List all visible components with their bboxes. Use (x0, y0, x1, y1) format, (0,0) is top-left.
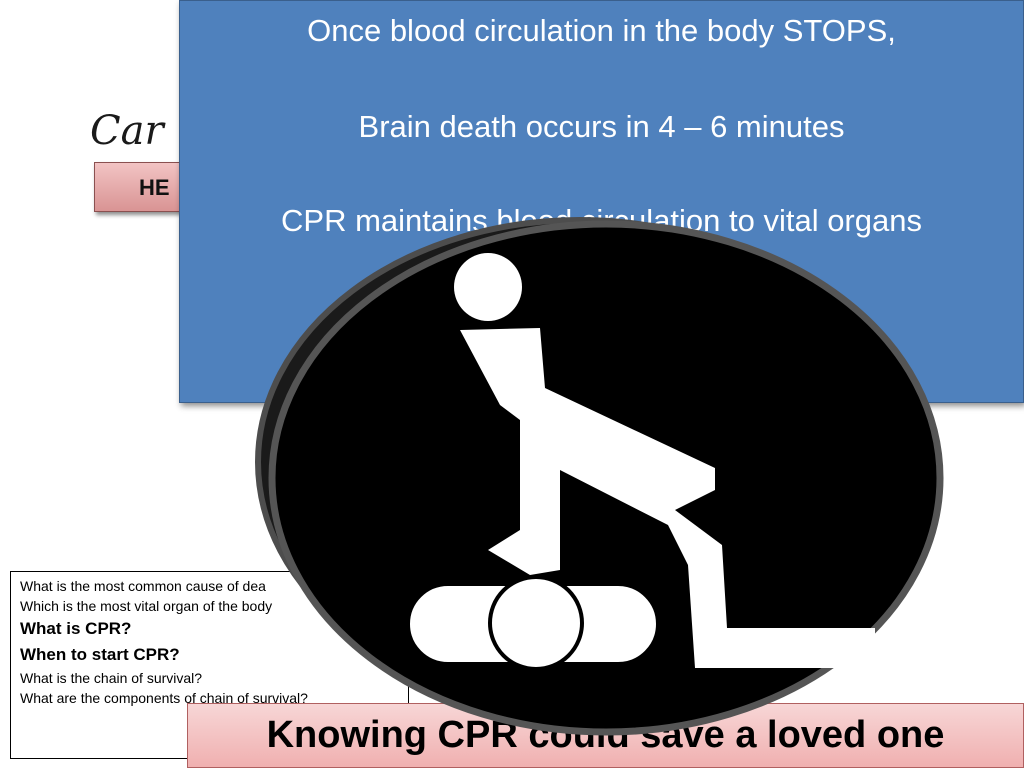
slide-title: Car (90, 108, 164, 154)
info-panel: Once blood circulation in the body STOPS… (179, 0, 1024, 403)
question-item: Which is the most vital organ of the bod… (20, 598, 273, 614)
info-line: Brain death occurs in 4 – 6 minutes (358, 109, 845, 144)
info-line: CPR maintains blood circulation to vital… (281, 203, 922, 238)
info-line: Delaying vival by (485, 293, 718, 328)
question-item: What are the components of chain of surv… (20, 690, 308, 706)
question-item: What is the most common cause of dea (20, 578, 266, 594)
question-item: When to start CPR? (20, 645, 180, 664)
info-line: Once blood circulation in the body STOPS… (307, 13, 896, 48)
banner: Knowing CPR could save a loved one (187, 703, 1024, 768)
question-item: What is CPR? (20, 619, 132, 638)
question-item: What is the chain of survival? (20, 670, 203, 686)
